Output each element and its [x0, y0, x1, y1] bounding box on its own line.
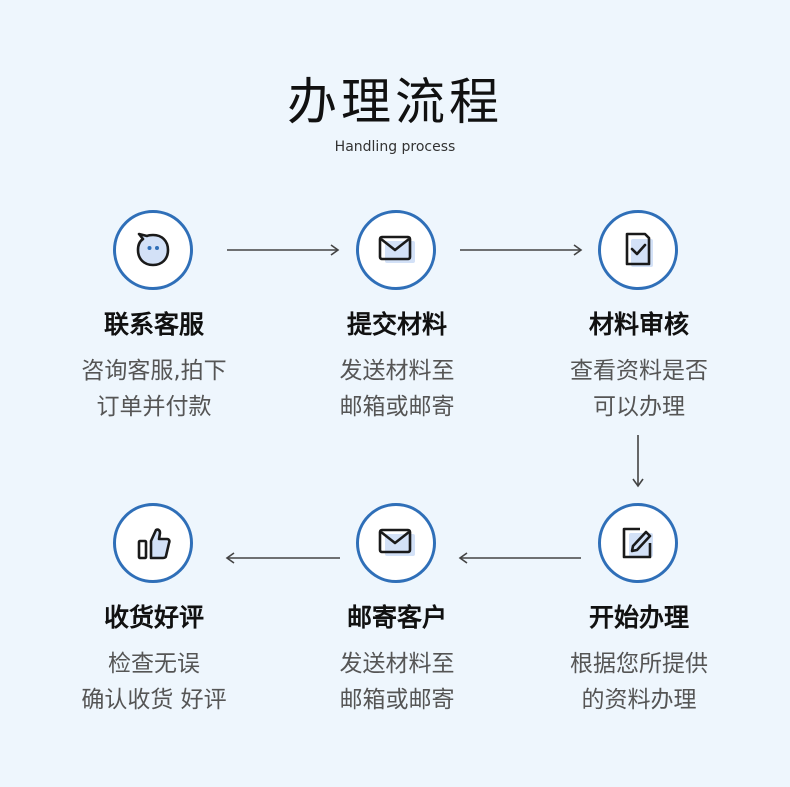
step-title: 联系客服: [103, 310, 204, 339]
arrow-left-1: [458, 552, 581, 564]
page-subtitle: Handling process: [334, 139, 456, 155]
step-circle-process: [598, 503, 678, 583]
step-circle-review: [598, 210, 678, 290]
step-title: 提交材料: [346, 310, 447, 339]
step-desc-line2: 确认收货 好评: [81, 687, 227, 713]
step-desc-line1: 发送材料至: [339, 651, 455, 677]
step-circle-submit: [356, 210, 436, 290]
step-desc-line2: 邮箱或邮寄: [339, 687, 455, 713]
step-title: 开始办理: [588, 603, 689, 632]
step-desc-line2: 的资料办理: [581, 687, 697, 713]
step-title: 收货好评: [103, 603, 204, 632]
step-title: 材料审核: [588, 310, 689, 339]
step-title: 邮寄客户: [346, 603, 447, 632]
arrow-left-2: [225, 552, 340, 564]
step-desc-line1: 检查无误: [108, 651, 200, 677]
arrow-down: [632, 435, 644, 488]
step-desc-line1: 咨询客服,拍下: [81, 358, 227, 384]
step-circle-contact: [113, 210, 193, 290]
step-desc-line2: 邮箱或邮寄: [339, 394, 455, 420]
step-desc-line1: 发送材料至: [339, 358, 455, 384]
step-desc-line2: 订单并付款: [96, 394, 212, 420]
thumbs-up-icon: [137, 528, 171, 560]
arrow-right-1: [227, 244, 340, 256]
step-circle-mail: [356, 503, 436, 583]
envelope-icon: [378, 235, 415, 263]
step-desc-line2: 可以办理: [593, 394, 685, 420]
arrow-right-2: [460, 244, 583, 256]
envelope-icon: [378, 528, 415, 556]
chat-bubble-icon: [136, 232, 170, 267]
edit-document-icon: [622, 527, 653, 559]
step-circle-receipt: [113, 503, 193, 583]
step-desc-line1: 根据您所提供: [570, 651, 708, 677]
page-title: 办理流程: [287, 73, 503, 131]
step-desc-line1: 查看资料是否: [570, 358, 708, 384]
checked-document-icon: [625, 232, 653, 267]
